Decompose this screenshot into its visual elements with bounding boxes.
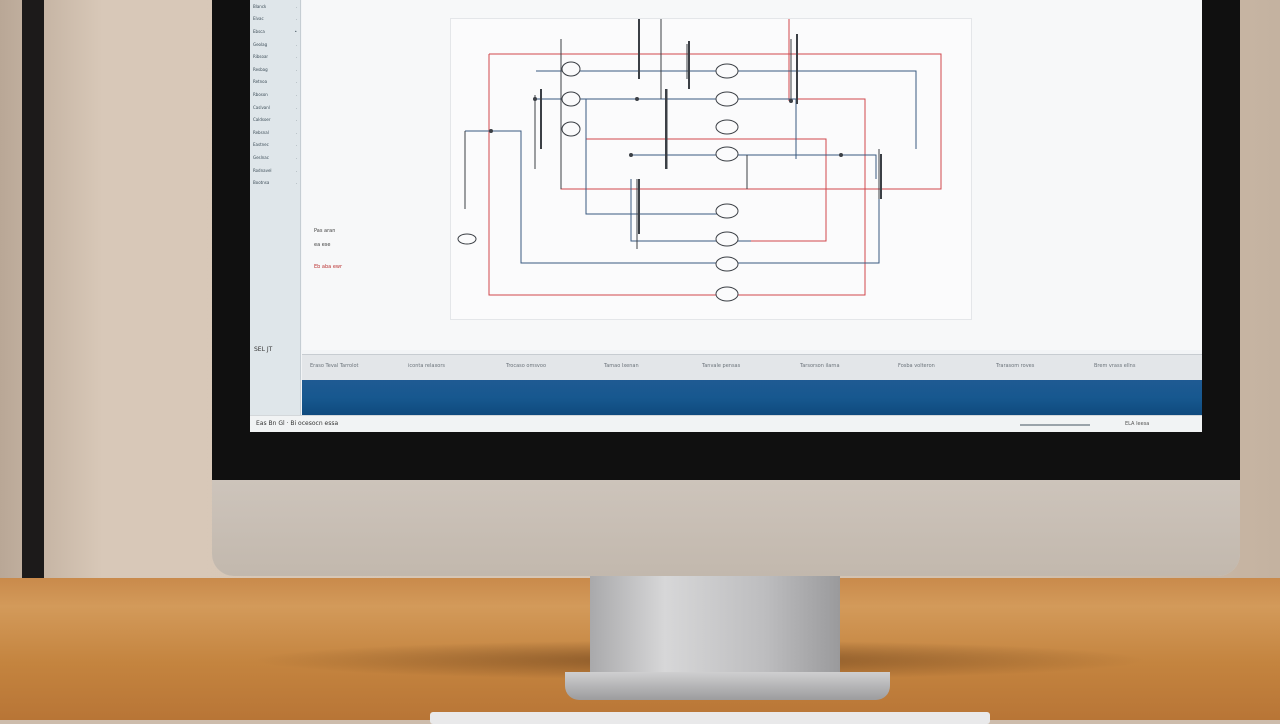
component-list-item[interactable]: Elvac. bbox=[250, 13, 300, 26]
status-item: Fosba volteron bbox=[898, 363, 935, 369]
status-item: Tarsorson ilarna bbox=[800, 363, 840, 369]
component-value: . bbox=[295, 142, 297, 148]
blue-wires bbox=[465, 70, 917, 264]
component-value: . bbox=[295, 167, 297, 173]
component-list-item[interactable]: Geslnac. bbox=[250, 151, 300, 164]
component-list-item[interactable]: Ribsoar. bbox=[250, 50, 300, 63]
component-symbols bbox=[457, 1, 739, 302]
component-value: . bbox=[295, 180, 297, 186]
component-value: . bbox=[295, 104, 297, 110]
taskbar[interactable] bbox=[302, 380, 1202, 415]
component-value: . bbox=[295, 91, 297, 97]
component-label: Caslvanl bbox=[253, 104, 270, 110]
component-list-item[interactable]: Blanck. bbox=[250, 0, 300, 13]
horizontal-scrollbar[interactable] bbox=[1020, 424, 1090, 426]
component-list-item[interactable]: Ebsca • bbox=[250, 25, 300, 38]
component-label: Rboson bbox=[253, 91, 268, 97]
status-item: iconta relaxors bbox=[408, 363, 445, 369]
monitor-stand-base bbox=[565, 672, 890, 700]
component-list-item[interactable]: Rodnavel. bbox=[250, 164, 300, 177]
component-value: . bbox=[295, 79, 297, 85]
component-list-item[interactable]: Rboson. bbox=[250, 88, 300, 101]
component-value: . bbox=[295, 54, 297, 60]
screen: Blanck.Elvac.Ebsca•Geolag.Ribsoar.Resbag… bbox=[250, 0, 1202, 432]
door-frame bbox=[22, 0, 44, 580]
component-label: Blanck bbox=[253, 3, 267, 9]
component-value: . bbox=[295, 66, 297, 72]
status-right-text: ELA Ieesa bbox=[1125, 421, 1150, 427]
component-value: • bbox=[294, 28, 297, 34]
component-list-item[interactable]: Geolag. bbox=[250, 38, 300, 51]
component-value: . bbox=[295, 41, 297, 47]
monitor-chin bbox=[212, 480, 1240, 576]
component-label: Resbag bbox=[253, 66, 268, 72]
bottom-status-bar: Eas Bn Gl · Bi ocesocn essa ELA Ieesa bbox=[250, 415, 1202, 432]
component-list-item[interactable]: Rebsnal. bbox=[250, 126, 300, 139]
properties-label: SEL JT bbox=[254, 346, 273, 353]
component-panel: Blanck.Elvac.Ebsca•Geolag.Ribsoar.Resbag… bbox=[250, 0, 301, 415]
component-label: Retnoa bbox=[253, 79, 268, 85]
canvas-label-c: Eb aba ewr bbox=[314, 264, 343, 270]
bus-bars bbox=[540, 19, 882, 234]
component-label: Caldsoer bbox=[253, 117, 271, 123]
component-label: Rebsnal bbox=[253, 129, 269, 135]
component-value: . bbox=[295, 129, 297, 135]
component-list-item[interactable]: Eastnec. bbox=[250, 139, 300, 152]
component-label: Elvac bbox=[253, 16, 264, 22]
component-label: Rodnavel bbox=[253, 167, 272, 173]
component-label: Ribsoar bbox=[253, 54, 269, 60]
component-label: Ebsca bbox=[253, 28, 265, 34]
component-label: Geolag bbox=[253, 41, 268, 47]
component-value: . bbox=[295, 154, 297, 160]
status-item: Tamao Ixenan bbox=[604, 363, 639, 369]
schematic-canvas[interactable]: Pas aran ea ese Eb aba ewr bbox=[302, 0, 1202, 350]
component-value: . bbox=[295, 16, 297, 22]
status-item: Eraso Teval Tarrolot bbox=[310, 363, 359, 369]
component-list-item[interactable]: Caldsoer. bbox=[250, 113, 300, 126]
monitor: Blanck.Elvac.Ebsca•Geolag.Ribsoar.Resbag… bbox=[212, 0, 1240, 576]
canvas-label-a: Pas aran bbox=[314, 228, 336, 234]
component-label: Geslnac bbox=[253, 154, 269, 160]
component-value: . bbox=[295, 3, 297, 9]
circuit-diagram[interactable] bbox=[451, 1, 971, 319]
status-item: Brem vrass ellns bbox=[1094, 363, 1136, 369]
schematic-sheet[interactable] bbox=[450, 1, 972, 320]
status-item: Trarasom roves bbox=[996, 363, 1035, 369]
status-item: Tanvale pensas bbox=[702, 363, 741, 369]
monitor-stand-neck bbox=[590, 572, 840, 682]
status-text: Eas Bn Gl · Bi ocesocn essa bbox=[256, 420, 339, 427]
component-list-item[interactable]: Resbag. bbox=[250, 63, 300, 76]
component-list-item[interactable]: Retnoa. bbox=[250, 76, 300, 89]
component-list-item[interactable]: Bootnsa. bbox=[250, 176, 300, 189]
component-label: Bootnsa bbox=[253, 180, 270, 186]
component-label: Eastnec bbox=[253, 142, 269, 148]
keyboard bbox=[430, 712, 990, 724]
canvas-label-b: ea ese bbox=[314, 242, 331, 248]
status-item: Trocaso omsvoo bbox=[506, 363, 547, 369]
red-wires bbox=[488, 10, 942, 296]
status-strip: Eraso Teval Tarrolot iconta relaxors Troca… bbox=[302, 354, 1202, 381]
component-value: . bbox=[295, 117, 297, 123]
component-list-item[interactable]: Caslvanl. bbox=[250, 101, 300, 114]
